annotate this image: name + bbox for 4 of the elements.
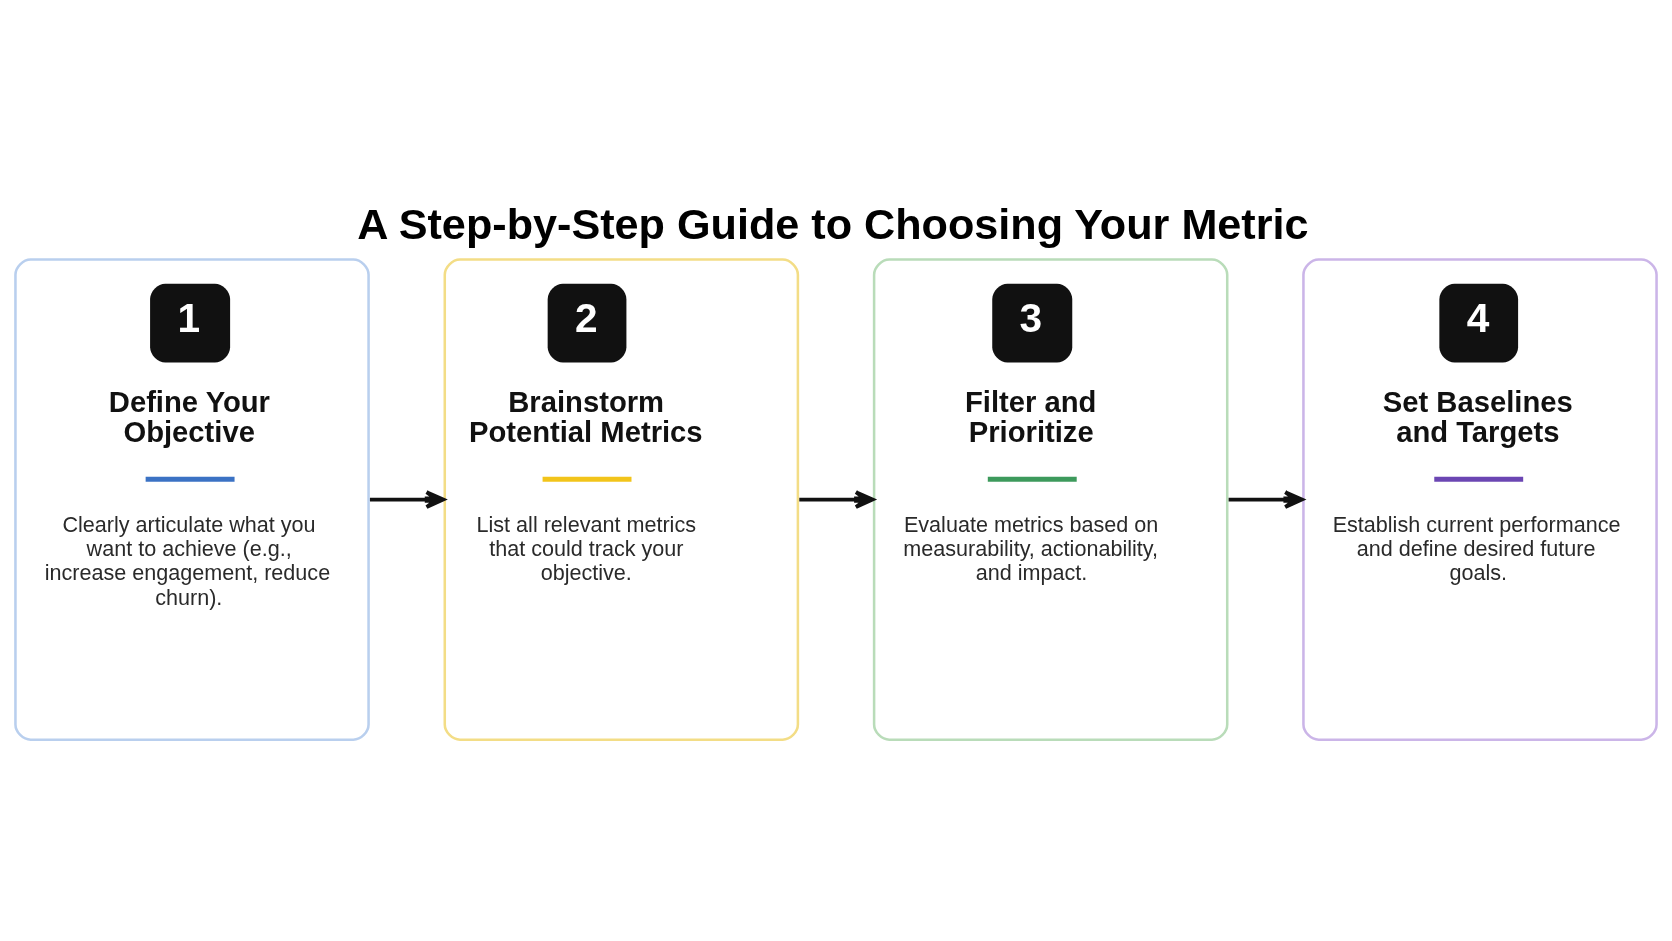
diagram-title: A Step-by-Step Guide to Choosing Your Metric bbox=[357, 199, 1309, 248]
arrow bbox=[369, 489, 446, 509]
arrow bbox=[799, 489, 875, 509]
arrow bbox=[1228, 489, 1304, 509]
